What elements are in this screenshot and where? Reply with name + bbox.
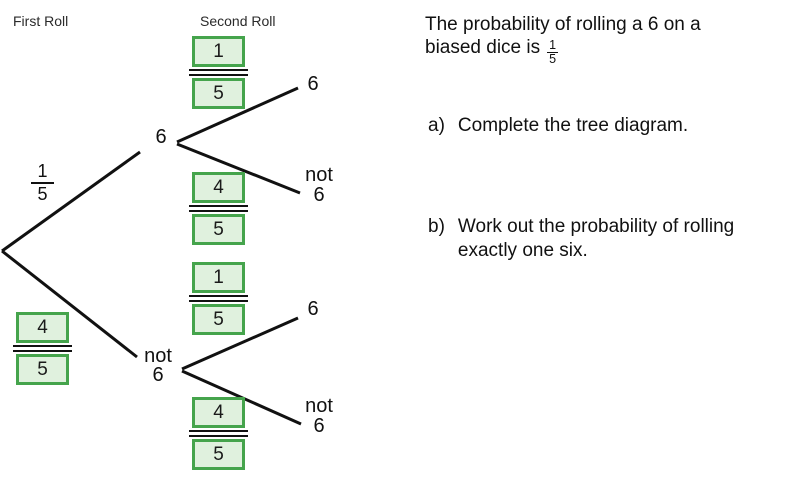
tile-value: 5 xyxy=(213,218,224,240)
question-part-a: a) Complete the tree diagram. xyxy=(428,114,688,138)
fraction-numerator: 1 xyxy=(31,162,54,184)
not-six-label-top: not xyxy=(305,164,333,186)
second-roll-header: Second Roll xyxy=(200,13,276,29)
first-roll-six-node-label: 6 xyxy=(155,126,167,148)
answer-tile-denominator[interactable]: 5 xyxy=(192,439,245,470)
outcome-not-six-six-label: 6 xyxy=(307,298,319,320)
question-part-b: b) Work out the probability of rolling e… xyxy=(428,215,803,263)
tile-value: 5 xyxy=(213,82,224,104)
answer-tile-denominator[interactable]: 5 xyxy=(16,354,69,385)
answer-tile-denominator[interactable]: 5 xyxy=(192,304,245,335)
outcome-six-six-label: 6 xyxy=(307,73,319,95)
branch-six-to-six-line xyxy=(176,86,299,144)
intro-line1: The probability of rolling a 6 on a xyxy=(425,14,701,35)
branch-not-six-to-six-line xyxy=(181,316,299,371)
after-not-six-six-probability-boxes: 1 5 xyxy=(189,262,248,335)
answer-tile-numerator[interactable]: 4 xyxy=(192,397,245,428)
tile-value: 4 xyxy=(213,176,224,198)
fraction-bar xyxy=(189,205,248,212)
answer-tile-denominator[interactable]: 5 xyxy=(192,78,245,109)
fraction-denominator: 5 xyxy=(37,184,48,204)
answer-tile-numerator[interactable]: 4 xyxy=(192,172,245,203)
first-roll-header: First Roll xyxy=(13,13,69,29)
tile-value: 5 xyxy=(213,443,224,465)
part-a-text: Complete the tree diagram. xyxy=(457,115,689,136)
fraction-bar xyxy=(189,430,248,437)
branch-six-to-not-six-line xyxy=(176,142,301,195)
after-not-six-not-six-probability-boxes: 4 5 xyxy=(189,397,248,470)
after-six-six-probability-boxes: 1 5 xyxy=(189,36,248,109)
tile-value: 1 xyxy=(213,266,224,288)
problem-intro: The probability of rolling a 6 on a bias… xyxy=(425,13,795,65)
intro-line2-text: biased dice is xyxy=(425,37,541,58)
fraction-bar xyxy=(13,345,72,352)
tile-value: 5 xyxy=(37,358,48,380)
answer-tile-numerator[interactable]: 4 xyxy=(16,312,69,343)
fraction-numerator: 1 xyxy=(547,38,559,53)
first-roll-not-six-probability-boxes: 4 5 xyxy=(13,312,72,385)
part-a-label: a) xyxy=(428,115,445,136)
answer-tile-numerator[interactable]: 1 xyxy=(192,262,245,293)
not-six-label-top: not xyxy=(144,345,172,367)
tile-value: 5 xyxy=(213,308,224,330)
not-six-label-bottom: 6 xyxy=(313,415,325,437)
first-roll-six-probability-fraction: 1 5 xyxy=(31,162,54,204)
part-b-text: Work out the probability of rolling exac… xyxy=(457,216,735,261)
after-six-not-six-probability-boxes: 4 5 xyxy=(189,172,248,245)
tile-value: 1 xyxy=(213,40,224,62)
branch-root-to-not-six-line xyxy=(1,249,138,359)
not-six-label-top: not xyxy=(305,395,333,417)
part-b-label: b) xyxy=(428,216,445,237)
tile-value: 4 xyxy=(213,401,224,423)
tile-value: 4 xyxy=(37,316,48,338)
answer-tile-numerator[interactable]: 1 xyxy=(192,36,245,67)
not-six-label-bottom: 6 xyxy=(313,184,325,206)
answer-tile-denominator[interactable]: 5 xyxy=(192,214,245,245)
fraction-denominator: 5 xyxy=(549,52,557,66)
not-six-label-bottom: 6 xyxy=(152,364,164,386)
branch-root-to-six-line xyxy=(1,150,141,253)
fraction-bar xyxy=(189,69,248,76)
fraction-bar xyxy=(189,295,248,302)
